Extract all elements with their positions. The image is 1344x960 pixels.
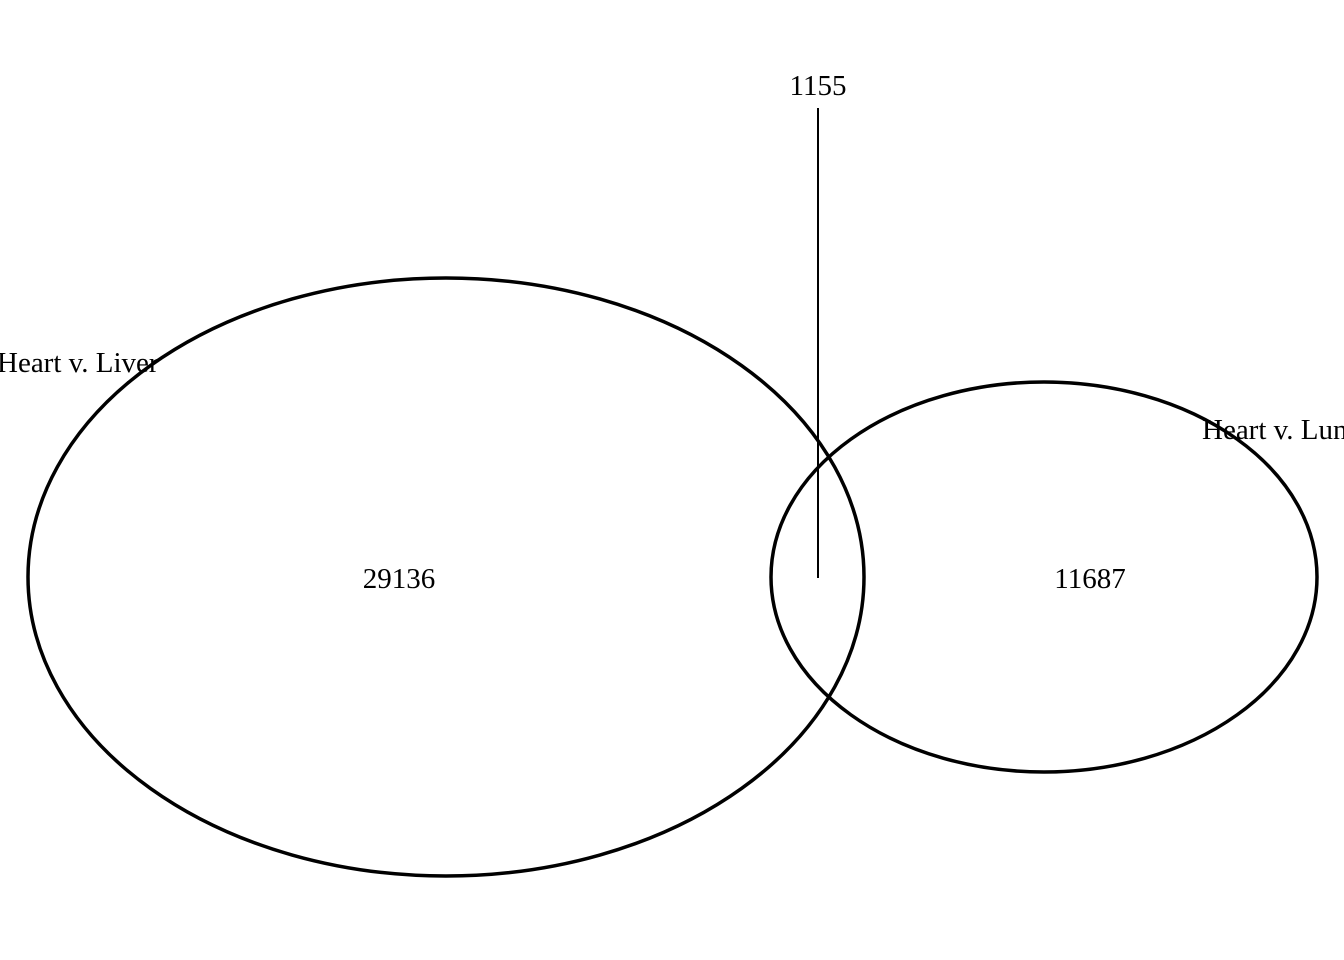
- set-label-heart-v-liver: Heart v. Liver: [0, 347, 159, 379]
- set-ellipse-heart-v-liver: [26, 276, 866, 878]
- region-count-heart-v-lung-only: 11687: [1054, 563, 1125, 595]
- set-ellipse-heart-v-lung: [769, 380, 1319, 774]
- region-count-intersection: 1155: [790, 70, 847, 102]
- region-count-heart-v-liver-only: 29136: [363, 563, 436, 595]
- set-label-heart-v-lung: Heart v. Lung: [1202, 414, 1344, 446]
